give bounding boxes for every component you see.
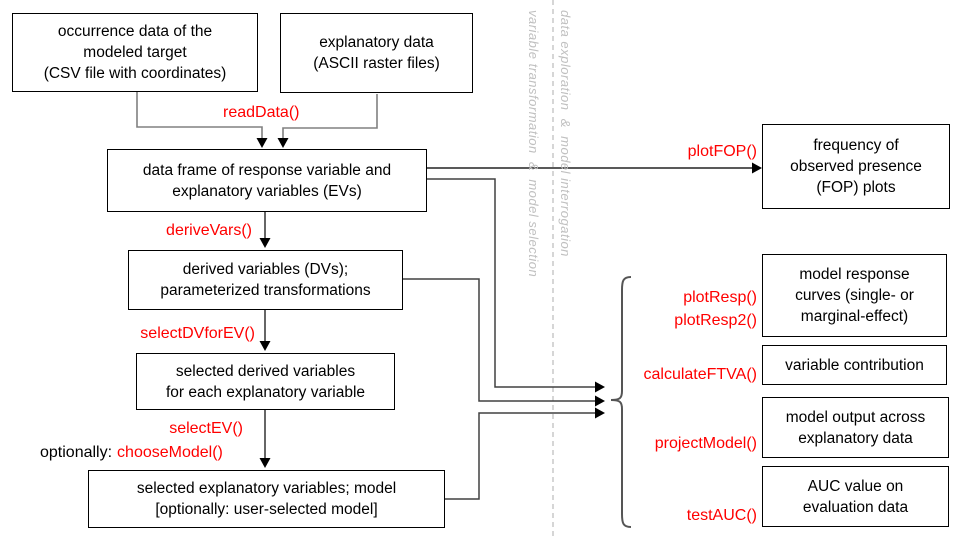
function-label-readdata: readData() xyxy=(223,104,300,121)
box-model-output: model output across explanatory data xyxy=(762,397,949,458)
box-response-curves: model response curves (single- or margin… xyxy=(762,254,947,337)
box-line: evaluation data xyxy=(802,498,909,516)
function-label-choosemodel: chooseModel() xyxy=(117,444,223,461)
function-label-calculateftva: calculateFTVA() xyxy=(643,366,757,383)
connector-occurrence-to-dataframe xyxy=(136,91,263,138)
function-label-plotresp2: plotResp2() xyxy=(674,312,757,329)
arrowhead-occurrence xyxy=(256,138,268,148)
function-label-choosemodel-row: optionally:chooseModel() xyxy=(40,443,223,462)
arrowhead-fop xyxy=(752,162,762,174)
box-line: occurrence data of the xyxy=(57,23,213,40)
box-data-frame: data frame of response variable and expl… xyxy=(107,149,427,212)
box-line: parameterized transformations xyxy=(160,282,371,299)
box-line: (FOP) plots xyxy=(816,179,896,196)
arrowhead-selectedev xyxy=(259,458,271,468)
connector-selectedev-to-brace xyxy=(445,412,595,500)
box-line: model output across xyxy=(785,408,926,426)
box-line: (ASCII raster files) xyxy=(313,55,440,72)
function-label-selectev: selectEV() xyxy=(169,420,243,437)
box-line: data frame of response variable and xyxy=(142,161,392,179)
box-line: explanatory data xyxy=(798,429,913,447)
lane-label-right: data exploration & model interrogation xyxy=(558,10,573,257)
function-label-plotresp: plotResp() xyxy=(683,289,757,306)
box-occurrence-data: occurrence data of the modeled target (C… xyxy=(12,13,258,92)
box-explanatory-data: explanatory data (ASCII raster files) xyxy=(280,13,473,93)
connector-explanatory-to-dataframe xyxy=(282,94,378,138)
lane-label-left: variable transformation & model selectio… xyxy=(526,10,541,278)
box-line: modeled target xyxy=(83,44,187,61)
function-label-testauc: testAUC() xyxy=(686,507,757,524)
box-line: for each explanatory variable xyxy=(165,383,366,401)
box-line: marginal-effect) xyxy=(800,308,909,325)
box-line: curves (single- or xyxy=(795,287,914,304)
box-line: derived variables (DVs); xyxy=(182,261,349,278)
box-line: selected derived variables xyxy=(175,362,356,380)
box-line: selected explanatory variables; model xyxy=(136,480,397,497)
arrowhead-selecteddv xyxy=(259,341,271,351)
optionally-prefix: optionally: xyxy=(40,444,113,461)
box-line: AUC value on xyxy=(807,477,904,495)
box-auc-value: AUC value on evaluation data xyxy=(762,466,949,527)
box-selected-derived-variables: selected derived variables for each expl… xyxy=(136,353,395,410)
function-label-plotfop: plotFOP() xyxy=(687,143,757,160)
arrowhead-derived-brace xyxy=(595,395,605,407)
box-variable-contribution: variable contribution xyxy=(762,345,947,385)
connector-derived-to-brace xyxy=(403,278,595,402)
box-selected-explanatory-variables: selected explanatory variables; model [o… xyxy=(88,470,445,528)
box-line: (CSV file with coordinates) xyxy=(43,65,227,82)
arrowhead-explanatory xyxy=(277,138,289,148)
arrowhead-selectedev-brace xyxy=(595,407,605,419)
box-line: [optionally: user-selected model] xyxy=(155,501,378,518)
grouping-brace xyxy=(610,276,632,528)
box-line: model response xyxy=(799,266,910,283)
connector-dataframe-to-brace xyxy=(427,178,595,388)
function-label-projectmodel: projectModel() xyxy=(654,435,757,452)
arrowhead-dataframe-brace xyxy=(595,381,605,393)
function-label-selectdvforev: selectDVforEV() xyxy=(140,325,255,342)
box-line: explanatory data xyxy=(319,34,434,51)
arrowhead-derived xyxy=(259,238,271,248)
box-line: explanatory variables (EVs) xyxy=(172,182,362,200)
box-fop-plots: frequency of observed presence (FOP) plo… xyxy=(762,124,950,209)
box-derived-variables: derived variables (DVs); parameterized t… xyxy=(128,250,403,310)
function-label-derivevars: deriveVars() xyxy=(166,222,252,239)
box-line: observed presence xyxy=(790,158,922,175)
box-line: frequency of xyxy=(813,137,899,154)
box-line: variable contribution xyxy=(785,356,924,374)
